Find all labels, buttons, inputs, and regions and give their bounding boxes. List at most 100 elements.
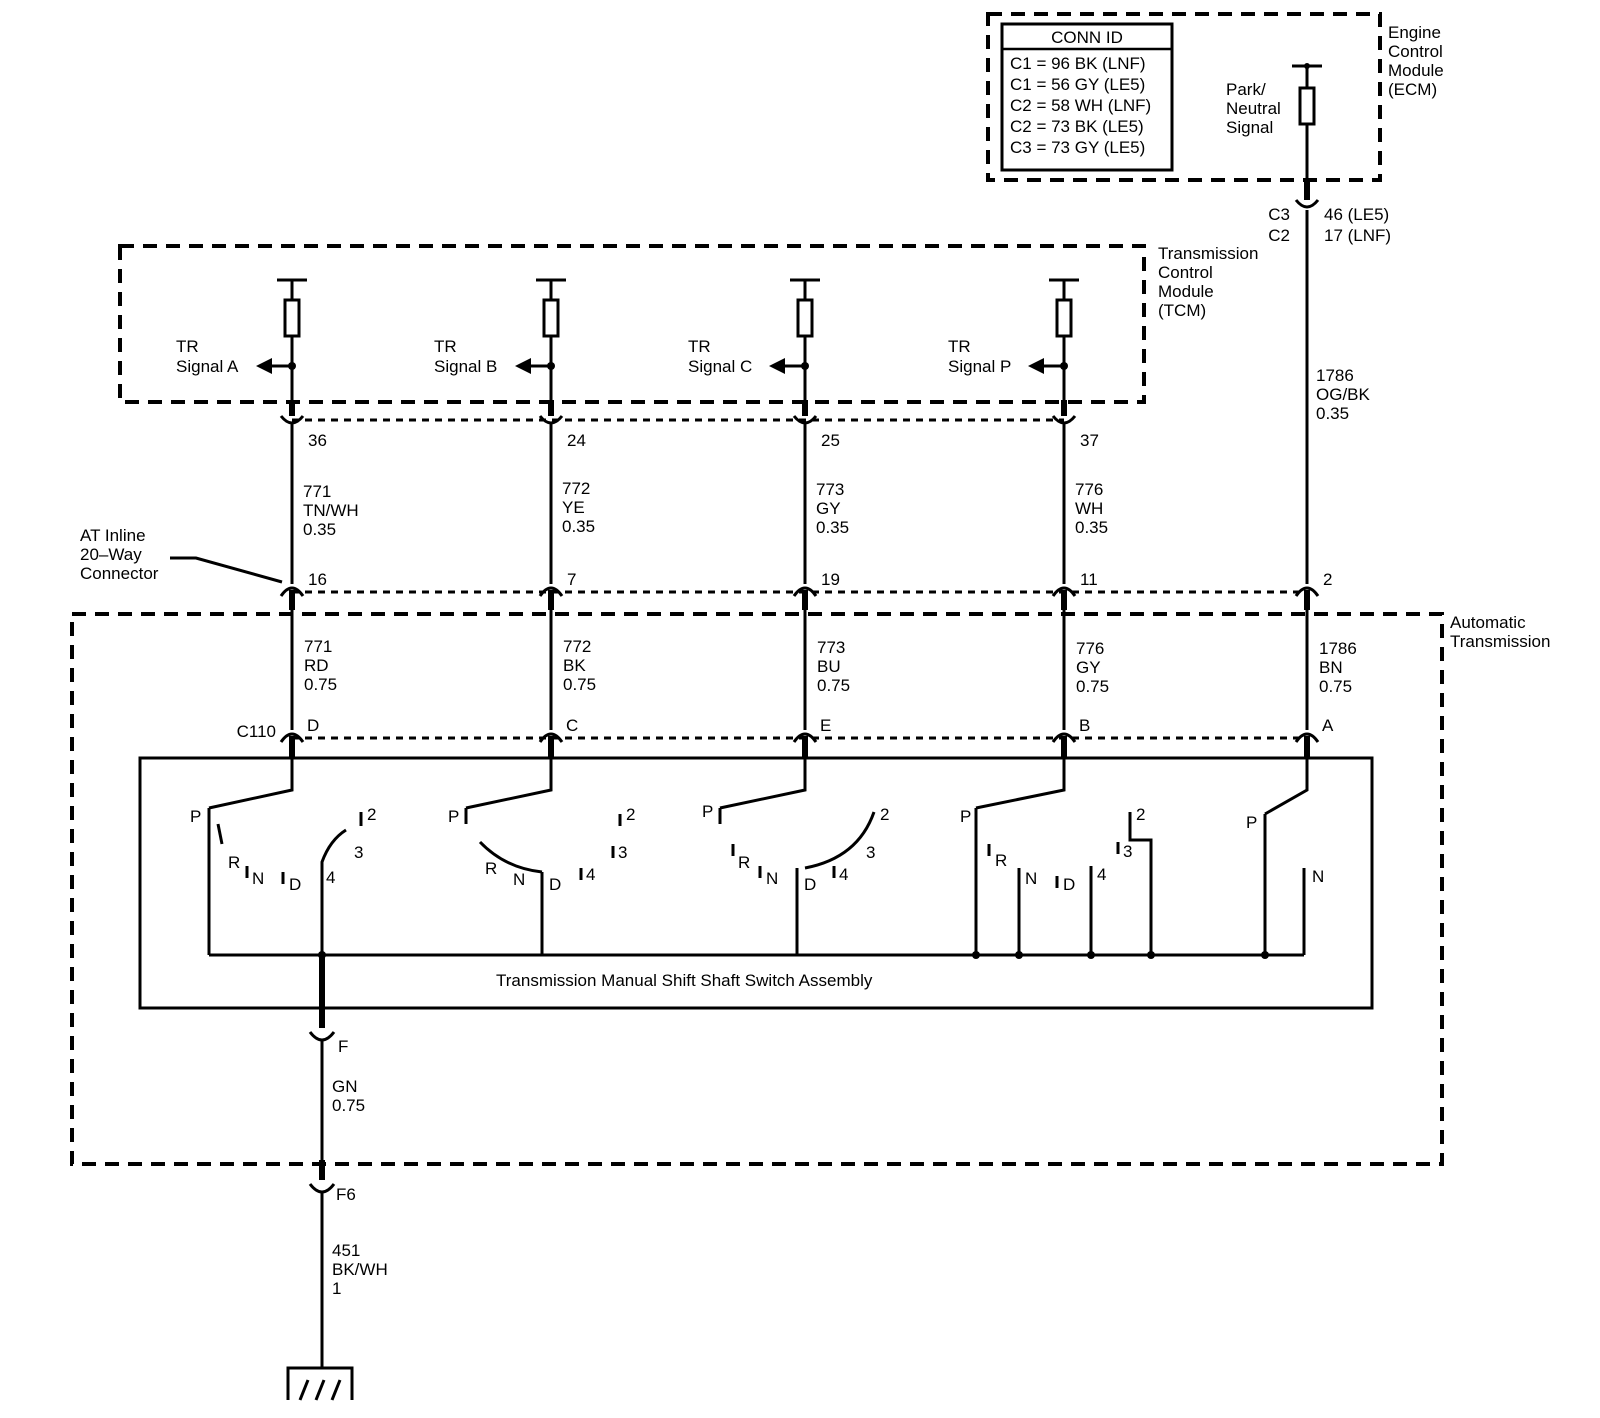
- ecm-boundary: [986, 12, 1382, 182]
- svg-text:2: 2: [626, 805, 635, 824]
- resistor-icon: [1298, 86, 1316, 126]
- switch-a: P R N D 4 3 2: [190, 758, 376, 955]
- svg-text:A: A: [1322, 716, 1334, 735]
- svg-text:D: D: [549, 875, 561, 894]
- svg-text:N: N: [1312, 867, 1324, 886]
- svg-text:4: 4: [1097, 865, 1106, 884]
- svg-text:25: 25: [821, 431, 840, 450]
- svg-text:2: 2: [1136, 805, 1145, 824]
- svg-text:16: 16: [308, 570, 327, 589]
- inline-connector: 16 7 19 11 2 AT Inline 20–Way Connector: [80, 526, 1332, 610]
- ground-icon: [286, 1366, 354, 1401]
- tcm-connector: 36 24 25 37: [279, 400, 1099, 450]
- switch-d: P R N D 4 3 2: [960, 758, 1153, 955]
- svg-text:N: N: [1025, 869, 1037, 888]
- arrow-left-icon: [515, 358, 531, 374]
- svg-text:C110: C110: [237, 722, 276, 741]
- svg-text:C2: C2: [1268, 226, 1290, 245]
- svg-text:R: R: [228, 853, 240, 872]
- svg-text:19: 19: [821, 570, 840, 589]
- switch-assembly: Transmission Manual Shift Shaft Switch A…: [138, 756, 1374, 1010]
- svg-text:B: B: [1079, 716, 1090, 735]
- svg-text:D: D: [804, 875, 816, 894]
- svg-text:E: E: [820, 716, 831, 735]
- svg-text:P: P: [190, 807, 201, 826]
- switch-c: P R N D 4 3 2: [702, 758, 889, 955]
- tcm-label: Transmission Control Module (TCM): [1158, 244, 1263, 320]
- svg-text:17 (LNF): 17 (LNF): [1324, 226, 1391, 245]
- svg-text:R: R: [995, 851, 1007, 870]
- svg-text:N: N: [766, 869, 778, 888]
- conn-id-row: C1 = 56 GY (LE5): [1010, 75, 1145, 94]
- svg-text:C: C: [566, 716, 578, 735]
- resistor-icon: [542, 298, 560, 338]
- resistor-icon: [796, 298, 814, 338]
- svg-text:P: P: [1246, 813, 1257, 832]
- svg-text:F6: F6: [336, 1185, 356, 1204]
- svg-text:D: D: [1063, 875, 1075, 894]
- transmission-label: Automatic Transmission: [1450, 613, 1550, 651]
- svg-text:N: N: [513, 870, 525, 889]
- svg-text:N: N: [252, 869, 264, 888]
- svg-text:P: P: [448, 807, 459, 826]
- c110-connector: C110 D C E B A: [237, 716, 1334, 758]
- svg-text:D: D: [289, 875, 301, 894]
- ecm-label: Engine Control Module (ECM): [1388, 23, 1449, 99]
- svg-text:7: 7: [567, 570, 576, 589]
- resistor-icon: [283, 298, 301, 338]
- tcm-boundary: [118, 244, 1146, 404]
- resistor-icon: [1055, 298, 1073, 338]
- svg-text:P: P: [702, 802, 713, 821]
- svg-text:R: R: [485, 859, 497, 878]
- svg-text:3: 3: [618, 843, 627, 862]
- svg-text:3: 3: [354, 843, 363, 862]
- arrow-left-icon: [769, 358, 785, 374]
- conn-id-row: C3 = 73 GY (LE5): [1010, 138, 1145, 157]
- switch-e: P N: [1246, 758, 1324, 955]
- svg-text:4: 4: [326, 868, 335, 887]
- svg-text:C3: C3: [1268, 205, 1290, 224]
- ecm-module: CONN ID C1 = 96 BK (LNF) C1 = 56 GY (LE5…: [986, 12, 1449, 186]
- svg-text:D: D: [307, 716, 319, 735]
- switch-assembly-title: Transmission Manual Shift Shaft Switch A…: [496, 971, 873, 990]
- switch-b: P R N D 4 3 2: [448, 758, 635, 955]
- park-neutral-signal-label: Park/ Neutral Signal: [1226, 80, 1286, 137]
- conn-id-title: CONN ID: [1051, 28, 1123, 47]
- conn-id-row: C1 = 96 BK (LNF): [1010, 54, 1146, 73]
- svg-text:11: 11: [1080, 570, 1098, 589]
- conn-id-row: C2 = 58 WH (LNF): [1010, 96, 1151, 115]
- transmission-boundary: [70, 612, 1444, 1166]
- svg-text:2: 2: [1323, 570, 1332, 589]
- svg-text:2: 2: [880, 805, 889, 824]
- ecm-connector: C3 C2 46 (LE5) 17 (LNF): [1268, 178, 1391, 245]
- svg-text:GN0.75: GN0.75: [332, 1077, 365, 1115]
- svg-text:3: 3: [866, 843, 875, 862]
- svg-text:24: 24: [567, 431, 586, 450]
- svg-text:F: F: [338, 1037, 348, 1056]
- svg-text:36: 36: [308, 431, 327, 450]
- tcm-module: Transmission Control Module (TCM): [118, 244, 1263, 404]
- svg-text:4: 4: [586, 865, 595, 884]
- inline-connector-label: AT Inline 20–Way Connector: [80, 526, 159, 583]
- automatic-transmission: Automatic Transmission: [70, 612, 1550, 1166]
- svg-text:46 (LE5): 46 (LE5): [1324, 205, 1389, 224]
- svg-text:4: 4: [839, 865, 848, 884]
